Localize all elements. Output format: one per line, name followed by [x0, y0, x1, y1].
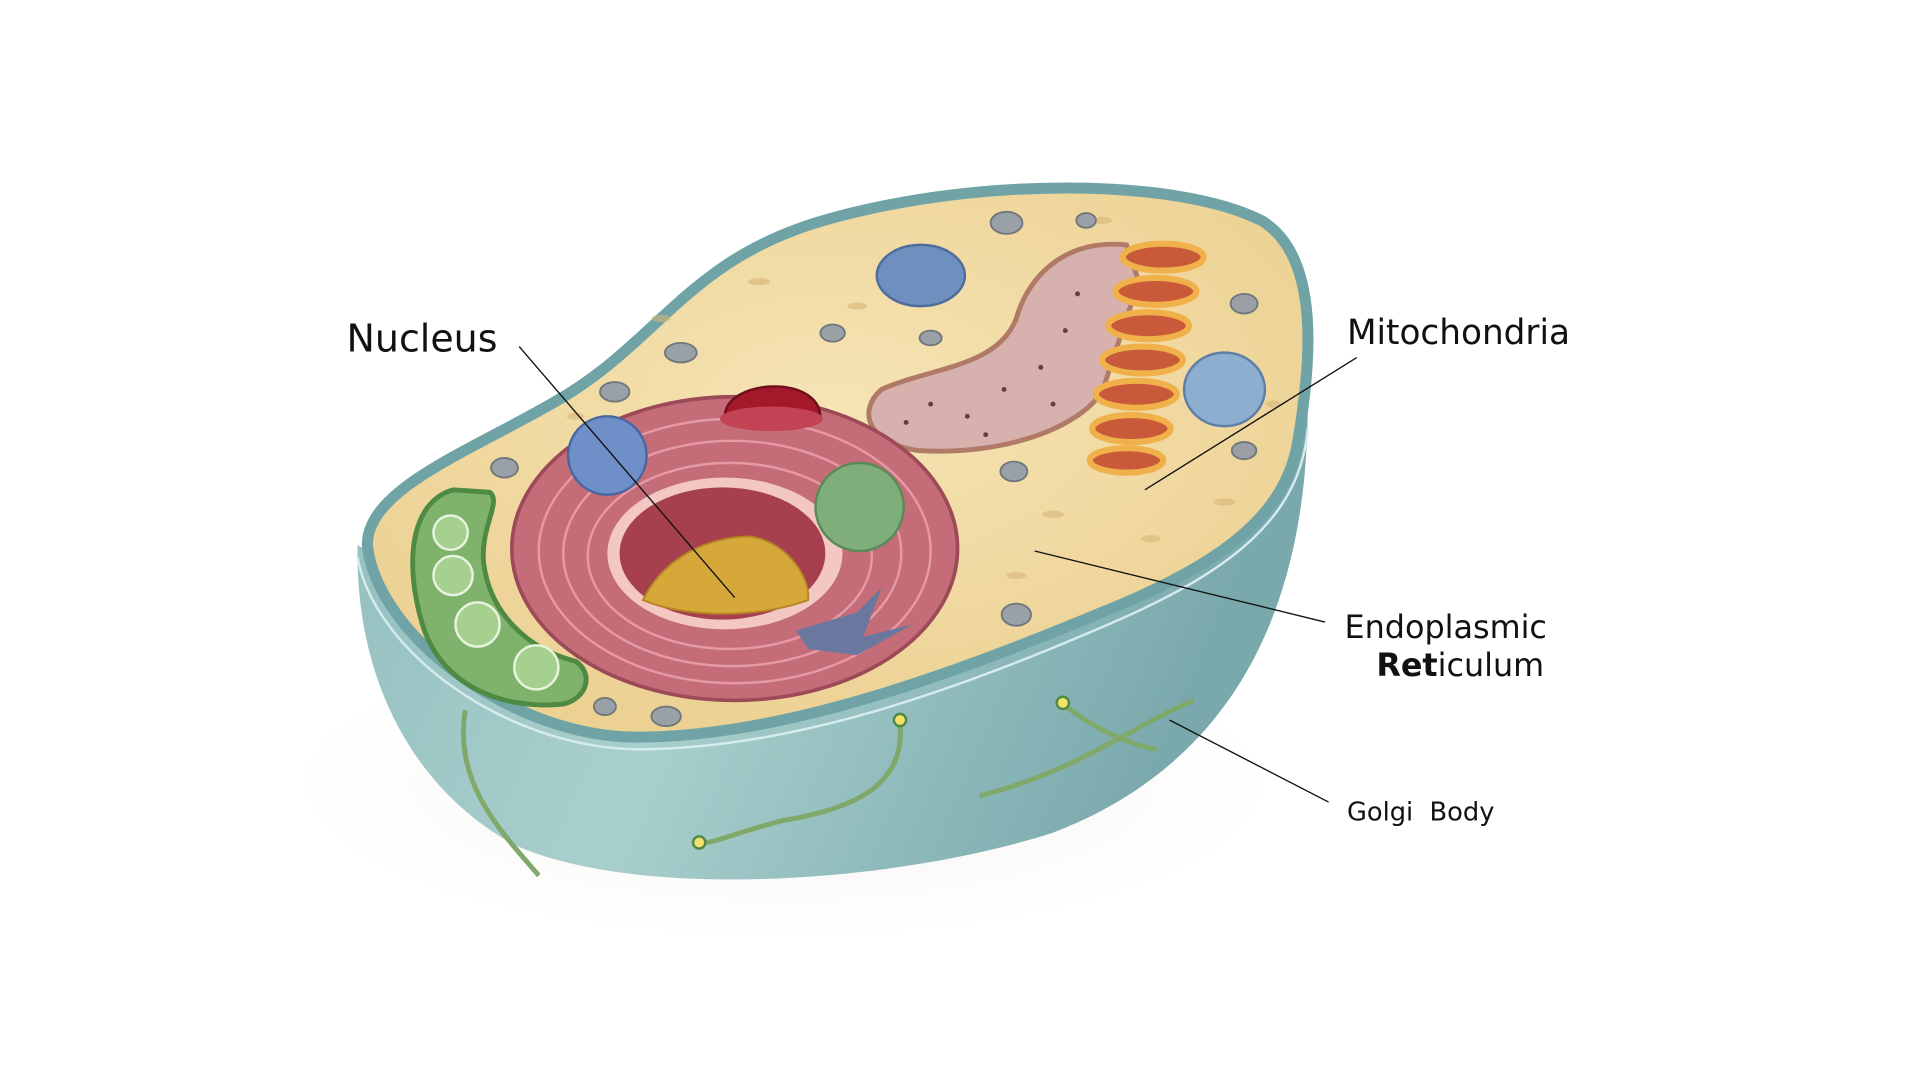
vesicle-icon	[1182, 351, 1267, 428]
ribosome-granules	[490, 210, 1259, 728]
chloroplast	[410, 487, 589, 708]
label-er-rest: iculum	[1438, 646, 1545, 684]
vesicle-cluster-icon	[814, 461, 905, 553]
mitochondria-coil-icon	[1086, 240, 1207, 476]
label-golgi: Golgi Body	[1347, 797, 1494, 827]
mitochondria-pores	[903, 291, 1080, 438]
label-er-line2: Reticulum	[1376, 646, 1544, 684]
label-er-line1: Endoplasmic	[1344, 608, 1546, 646]
fiber-node	[1055, 695, 1071, 711]
vesicle-cluster-icon	[566, 415, 648, 496]
label-mitochondria: Mitochondria	[1347, 313, 1570, 353]
er-leader-line	[1034, 550, 1326, 623]
label-er-bold: Ret	[1376, 646, 1437, 684]
mitochondria-leader-line	[1144, 356, 1358, 491]
vesicle-icon	[875, 243, 967, 308]
fiber-node	[691, 835, 707, 850]
centriole-icon	[795, 587, 913, 656]
cytoplasm-speckles	[566, 216, 1281, 580]
fiber-node	[892, 712, 908, 728]
chromatin	[641, 535, 810, 615]
membrane-highlight	[356, 428, 1309, 751]
cytoskeleton-fibers	[461, 698, 1195, 878]
nucleus-leader-line	[518, 346, 736, 598]
label-nucleus: Nucleus	[347, 316, 498, 360]
mitochondria-pocket	[866, 241, 1142, 454]
golgi-leader-line	[1169, 719, 1329, 803]
